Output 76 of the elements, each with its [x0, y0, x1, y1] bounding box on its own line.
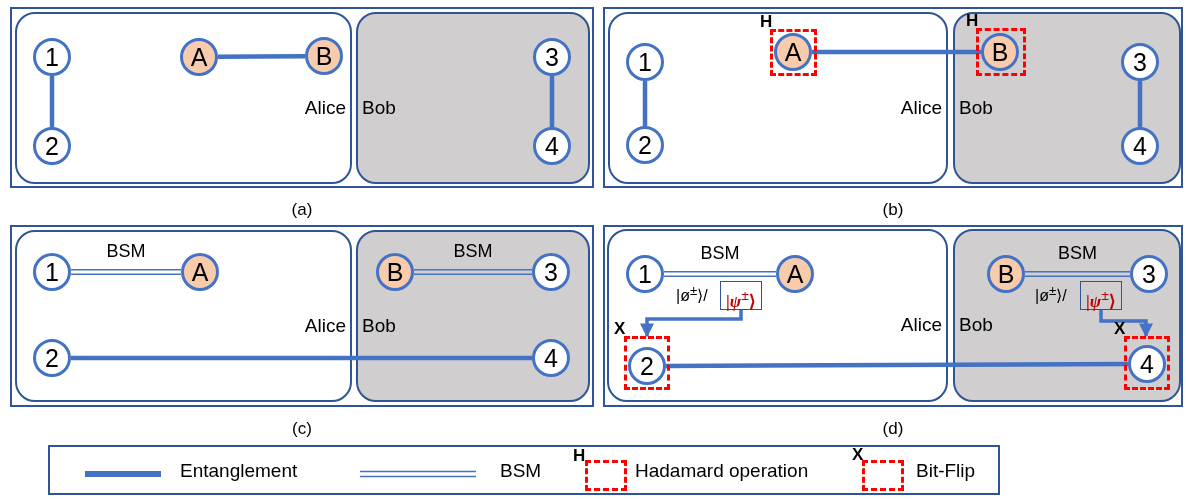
operation-letter: H — [760, 12, 773, 32]
state-box: |ψ$^{±}$⟩ — [720, 281, 762, 310]
arrow — [1099, 310, 1153, 338]
panel-caption: (b) — [881, 200, 905, 220]
region-label: Bob — [959, 314, 993, 336]
region-label: Bob — [362, 97, 396, 119]
region-label: Alice — [304, 97, 346, 119]
qubit-circle: 3 — [532, 253, 570, 291]
panel-caption: (a) — [290, 200, 314, 220]
region-panel — [356, 230, 590, 402]
qubit-circle: 1 — [33, 253, 71, 291]
qubit-circle: B — [376, 253, 414, 291]
qubit-circle: 1 — [626, 43, 664, 81]
region-panel — [15, 12, 352, 184]
operation-letter: H — [966, 11, 979, 31]
qubit-circle: A — [180, 38, 218, 76]
qubit-circle: 4 — [1121, 127, 1159, 165]
region-panel — [608, 12, 948, 184]
double-line — [413, 269, 533, 275]
region-panel — [953, 229, 1181, 402]
region-label: Alice — [900, 314, 942, 336]
operation-letter: X — [614, 319, 626, 339]
double-line — [1024, 271, 1131, 277]
operation-letter: X — [1114, 319, 1126, 339]
qubit-circle: 3 — [1130, 255, 1168, 293]
panel-caption: (c) — [291, 419, 313, 439]
region-panel — [15, 230, 352, 402]
entanglement-line — [642, 81, 648, 126]
region-panel — [953, 12, 1181, 184]
legend-label: Hadamard operation — [635, 460, 809, 482]
qubit-circle: 2 — [628, 347, 666, 385]
qubit-circle: B — [305, 37, 343, 75]
qubit-circle: 3 — [533, 38, 571, 76]
region-label: Alice — [304, 315, 346, 337]
state-label: |ø$^{±}$⟩/ — [676, 283, 708, 306]
qubit-circle: 1 — [33, 38, 71, 76]
edge-label: BSM — [452, 241, 494, 262]
qubit-circle: B — [987, 255, 1025, 293]
edge-label: BSM — [105, 241, 147, 262]
entanglement-line — [49, 76, 55, 127]
edge-label: BSM — [1057, 243, 1098, 264]
entanglement-line — [666, 361, 1128, 369]
legend-label: BSM — [500, 460, 542, 482]
operation-letter: X — [852, 445, 864, 465]
qubit-circle: A — [181, 253, 219, 291]
qubit-circle: A — [774, 33, 812, 71]
legend-label: Bit-Flip — [916, 460, 976, 482]
qubit-circle: 4 — [1128, 345, 1166, 383]
operation-letter: H — [573, 446, 586, 466]
entanglement-line — [812, 49, 981, 55]
double-line — [70, 269, 182, 275]
qubit-circle: A — [776, 255, 814, 293]
entanglement-line — [1137, 81, 1143, 127]
qubit-circle: 4 — [533, 127, 571, 165]
qubit-circle: 2 — [33, 127, 71, 165]
qubit-circle: 1 — [626, 255, 664, 293]
region-label: Bob — [362, 315, 396, 337]
qubit-circle: 4 — [532, 339, 570, 377]
qubit-circle: 3 — [1121, 43, 1159, 81]
entanglement-line — [549, 76, 555, 127]
region-panel — [356, 12, 590, 184]
region-label: Bob — [959, 97, 993, 119]
entanglement-line — [217, 53, 306, 60]
qubit-circle: 2 — [626, 126, 664, 164]
legend-label: Entanglement — [180, 460, 298, 482]
double-line — [663, 271, 777, 277]
edge-label: BSM — [699, 243, 741, 264]
arrow — [640, 310, 743, 338]
entanglement-line — [71, 355, 532, 361]
state-box: |ψ$^{±}$⟩ — [1080, 281, 1122, 310]
region-label: Alice — [900, 97, 942, 119]
panel-caption: (d) — [881, 419, 905, 439]
state-label: |ø$^{±}$⟩/ — [1035, 283, 1067, 306]
qubit-circle: B — [981, 33, 1019, 71]
qubit-circle: 2 — [33, 339, 71, 377]
region-panel — [607, 229, 948, 402]
